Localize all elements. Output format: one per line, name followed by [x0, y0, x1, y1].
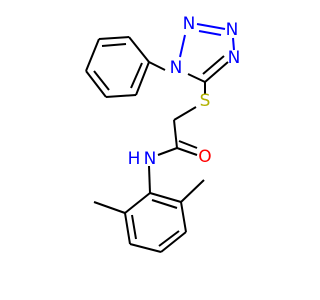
bond-phenyl-2-inner — [101, 43, 127, 47]
atom-n4-label: N — [228, 48, 241, 68]
bond-nh-aryl — [148, 165, 151, 194]
bond-aryl-3-inner — [158, 230, 180, 247]
bond-phenyl-6 — [135, 61, 150, 96]
atom-s-label: S — [200, 91, 211, 111]
bond-phenyl-3 — [85, 38, 100, 72]
bond-aryl-4 — [129, 243, 162, 253]
bond-phenyl-6-inner — [130, 62, 143, 89]
bond-ch2-carbonyl — [173, 119, 178, 149]
bond-aryl-5-inner — [131, 214, 137, 240]
bond-tetrazole-c5-n1 — [187, 73, 206, 83]
bond-tetrazole-n1-n2 — [179, 34, 186, 58]
bond-aryl-1 — [149, 192, 182, 203]
atom-n2-label: N — [183, 14, 196, 34]
bond-phenyl-n1 — [148, 61, 166, 71]
bond-phenyl-2 — [98, 36, 130, 40]
bond-aryl-3 — [160, 231, 187, 253]
bonds — [85, 23, 235, 253]
atom-n3-label: N — [226, 20, 239, 40]
bond-phenyl-4 — [85, 70, 107, 98]
atom-h-label: H — [128, 149, 141, 169]
bond-aryl-6 — [124, 192, 151, 214]
bond-phenyl-5 — [105, 94, 137, 98]
atom-o-label: O — [198, 147, 211, 167]
bond-methyl-right — [180, 179, 205, 203]
atom-nh-label: N — [144, 149, 157, 169]
bond-aryl-2 — [180, 201, 187, 233]
bond-s-ch2 — [173, 106, 197, 121]
bond-methyl-left — [93, 201, 126, 214]
atom-n1-label: N — [170, 58, 183, 78]
bond-carbonyl-o — [176, 147, 198, 156]
molecule-structure-diagram: N N N N S O N H — [85, 14, 241, 253]
bond-tetrazole-n4-c5 — [204, 61, 229, 83]
bond-phenyl-4-inner — [93, 70, 110, 91]
bond-phenyl-1 — [128, 36, 150, 63]
bond-tetrazole-n2-n3-inner — [198, 30, 222, 36]
bond-tetrazole-n3-n4 — [232, 37, 235, 51]
bond-aryl-5 — [124, 212, 131, 245]
bond-carbonyl-nh — [157, 147, 178, 156]
bond-carbonyl-o-inner — [178, 140, 198, 149]
atom-labels: N N N N S O N H — [128, 14, 241, 169]
bond-tetrazole-n4-c5-inner — [202, 55, 225, 75]
bond-aryl-1-inner — [151, 199, 178, 209]
bond-tetrazole-n2-n3 — [196, 23, 226, 30]
